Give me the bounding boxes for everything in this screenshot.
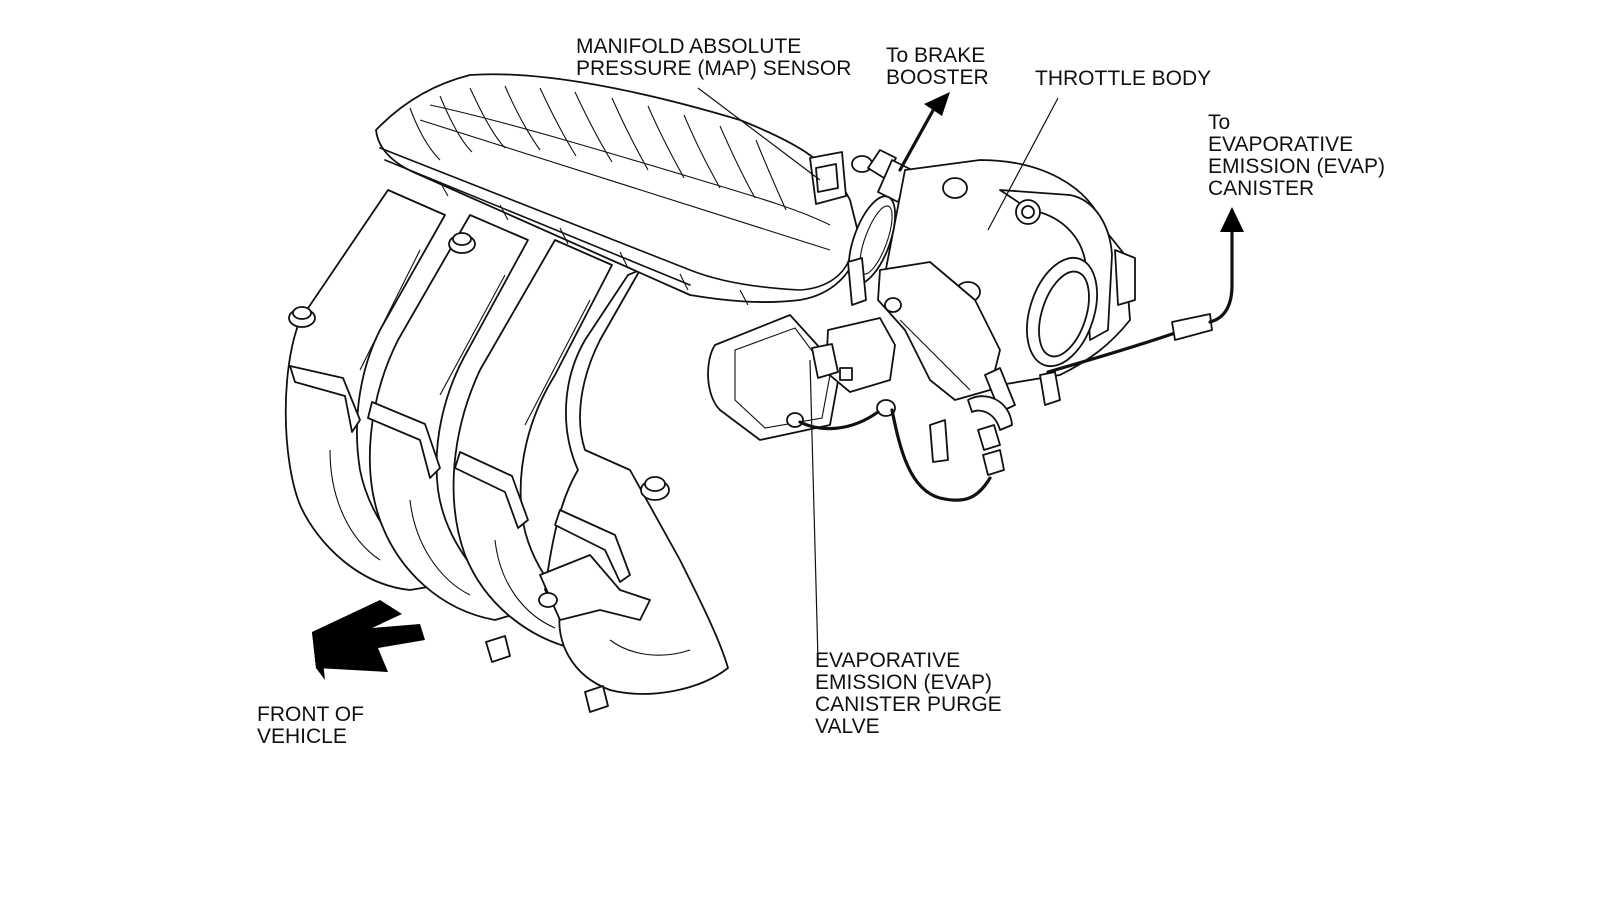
mounting-bolts xyxy=(288,232,670,608)
brake-booster-arrow xyxy=(898,103,938,172)
evap-canister-arrowhead xyxy=(1220,207,1244,232)
purge-valve-label-line2: EMISSION (EVAP) xyxy=(815,671,992,694)
brake-booster-label-line2: BOOSTER xyxy=(886,66,989,89)
leader-lines xyxy=(697,87,1059,661)
map-sensor-label-line2: PRESSURE (MAP) SENSOR xyxy=(576,57,852,80)
brake-booster-label-line1: To BRAKE xyxy=(886,44,986,67)
map-sensor-label-line1: MANIFOLD ABSOLUTE xyxy=(576,35,802,58)
front-of-vehicle-arrow xyxy=(312,600,425,680)
evap-canister-label-line3: EMISSION (EVAP) xyxy=(1208,155,1385,178)
throttle-body xyxy=(847,159,1136,463)
evap-purge-valve xyxy=(707,314,896,441)
map-sensor xyxy=(809,151,873,205)
evap-canister-label-line1: To xyxy=(1208,111,1231,134)
map-sensor-label: MANIFOLD ABSOLUTE PRESSURE (MAP) SENSOR xyxy=(576,36,851,80)
intake-runners xyxy=(284,189,729,713)
purge-valve-label: EVAPORATIVE EMISSION (EVAP) CANISTER PUR… xyxy=(815,650,1002,738)
evap-canister-label-line2: EVAPORATIVE xyxy=(1208,133,1354,156)
front-of-vehicle-label: FRONT OF VEHICLE xyxy=(257,704,364,748)
evap-canister-label: To EVAPORATIVE EMISSION (EVAP) CANISTER xyxy=(1208,112,1385,200)
purge-valve-label-line3: CANISTER PURGE xyxy=(815,693,1002,716)
vacuum-hoses xyxy=(798,218,1234,502)
throttle-body-label: THROTTLE BODY xyxy=(1035,68,1211,90)
front-of-vehicle-label-line2: VEHICLE xyxy=(257,725,347,748)
throttle-body-label-line1: THROTTLE BODY xyxy=(1035,67,1212,90)
brake-booster-label: To BRAKE BOOSTER xyxy=(886,45,989,89)
brake-booster-arrowhead xyxy=(924,92,950,116)
evap-canister-label-line4: CANISTER xyxy=(1208,177,1315,200)
purge-valve-label-line4: VALVE xyxy=(815,715,880,738)
purge-valve-label-line1: EVAPORATIVE xyxy=(815,649,961,672)
front-of-vehicle-label-line1: FRONT OF xyxy=(257,703,364,726)
